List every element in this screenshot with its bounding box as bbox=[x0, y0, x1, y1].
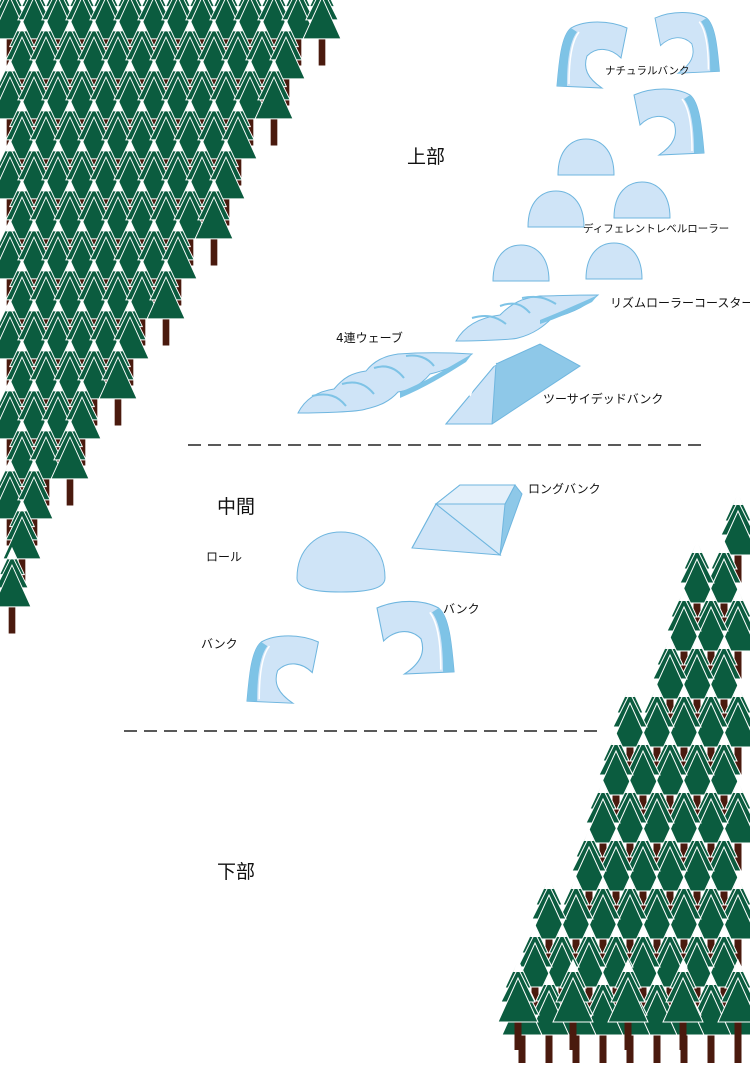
long-bank-label: ロングバンク bbox=[528, 482, 601, 496]
bank-left-icon bbox=[246, 635, 320, 704]
natural-bank-label: ナチュラルバンク bbox=[605, 65, 690, 77]
long-bank-icon bbox=[411, 484, 523, 556]
four-wave-icon bbox=[297, 352, 474, 414]
bank-left-label: バンク bbox=[201, 637, 238, 651]
section-label-middle: 中間 bbox=[217, 496, 255, 518]
forest-right bbox=[497, 492, 750, 1064]
section-label-bottom: 下部 bbox=[217, 861, 255, 883]
roll-label: ロール bbox=[206, 550, 242, 564]
forest-left bbox=[0, 0, 342, 634]
natural-bank-left-icon bbox=[556, 21, 628, 89]
roller-2-icon bbox=[613, 181, 671, 219]
roller-5-icon bbox=[492, 244, 550, 282]
pine-tree-icon bbox=[0, 547, 32, 634]
natural-bank-lower-icon bbox=[633, 88, 705, 156]
roller-3-icon bbox=[527, 190, 585, 228]
roller-1-icon bbox=[557, 138, 615, 176]
two-sided-bank-icon bbox=[444, 343, 581, 425]
two-sided-bank-label: ツーサイデッドバンク bbox=[543, 391, 663, 406]
rhythm-roller-coaster-label: リズムローラーコースター bbox=[610, 295, 750, 310]
four-wave-label: 4連ウェーブ bbox=[336, 330, 403, 345]
roller-4-icon bbox=[585, 242, 643, 280]
section-label-top: 上部 bbox=[407, 146, 445, 168]
different-level-roller-icons bbox=[492, 138, 671, 282]
roll-icon bbox=[296, 531, 386, 593]
rhythm-roller-coaster-icon bbox=[455, 294, 600, 342]
bank-right-label: バンク bbox=[443, 602, 480, 616]
different-level-roller-label: ディフェレントレベルローラー bbox=[583, 222, 729, 235]
